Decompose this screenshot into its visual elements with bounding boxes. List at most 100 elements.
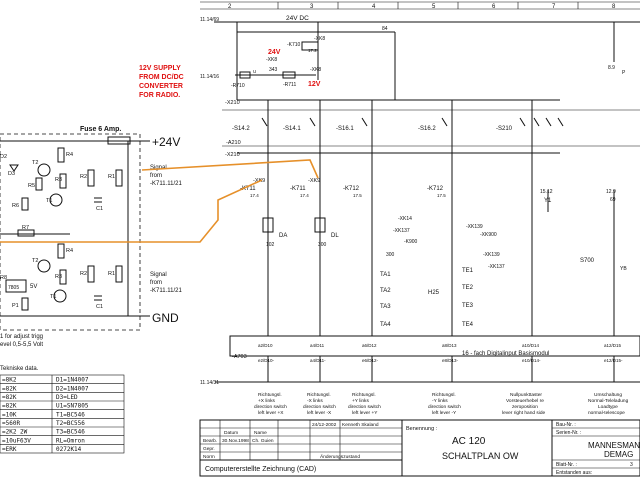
supply-k710: -K710 [287,42,301,48]
connector-xk900: -XK900 [480,232,497,238]
fb1-l2: +X links [258,398,276,404]
part-r5: R5 [28,183,35,189]
supply-note-line-1: 12V SUPPLY [139,65,181,72]
tb-entstanden: Entstanden aus: [556,470,592,476]
rail-bottom-ref: 11.14/31 [200,380,219,386]
part-r1-b: R1 [108,271,115,277]
tb-company-1: MANNESMANN [588,441,640,450]
tb-index: 3 [630,462,633,468]
fb6-l3: Loadtype [598,404,618,410]
parts-row-5-a: =10K [2,411,17,418]
terminal-y1: Y1 [544,198,552,204]
converter-module: Fuse 6 Amp. +24V GND Signal from -K711.1… [0,126,182,348]
tb-norm: Norm [203,454,215,460]
parts-table-heading: Tekniske data. [0,366,39,372]
supply-r710: -R710 [231,83,245,89]
supply-label-24v: 24V [268,49,281,56]
fb2-l4: left lever -X [307,410,332,416]
ruler-col-7: 7 [552,4,556,10]
signal2-line2: from [150,280,162,286]
relay-k712-a: -K712 [343,186,360,192]
relay-k711-a: -K711 [240,186,256,192]
part-t2-a: T2 [32,160,38,166]
bus-pin-1: a2/D10 [258,343,273,348]
fb6-l2: Normal-Teleladung [588,398,629,404]
terminal-da: DA [279,233,287,239]
part-r6: R6 [12,203,19,209]
part-t1-b: T1 [50,294,56,300]
tb-cad: Computererstellte Zeichnung (CAD) [205,466,316,473]
switch-s14-2: -S14.2 [232,126,250,132]
function-descriptions: Richtungsl. +X links direction switch le… [254,392,629,416]
wire-69: 69 [610,197,616,203]
parts-row-7-b: T3=BC546 [56,429,85,436]
tb-revision-label: Änderungszustand [320,453,360,460]
supply-ref-89: 8.9 [608,65,615,71]
terminal-ta3: TA3 [380,304,391,310]
switch-s16-2: -S16.2 [418,126,436,132]
bus-pin-lower-4: e8/D13- [442,358,459,363]
switch-row: -S14.2 -S14.1 -S16.1 -S16.2 -S210 [232,100,564,153]
fb5-l4: lever right hand side [502,410,546,416]
supply-xk8-c: -XK8 [310,67,321,73]
bus-pin-lower-1: e2/D10- [258,358,275,363]
tb-revision-date: 24/12-2002 [312,422,337,428]
ruler-col-2: 2 [228,4,232,10]
part-7805: 7805 [8,285,19,291]
parts-row-8-a: =10uF63V [2,437,31,444]
relay-ref-b: 17.4 [300,193,309,198]
terminal-h25: H25 [428,290,440,296]
terminal-dl: DL [331,233,339,239]
supply-12v: 12V SUPPLY FROM DC/DC CONVERTER FOR RADI… [139,22,626,99]
rail-top-ref: 11.14/69 [200,17,219,23]
part-c1-a: C1 [96,206,103,212]
parts-row-6-b: T2=BC556 [56,420,85,427]
highlight-traces [0,159,319,243]
signal1-line2: from [150,173,162,179]
tb-plan: SCHALTPLAN OW [442,451,519,461]
parts-row-4-b: U1=SN7805 [56,403,89,410]
bus-pin-4: a8/D13 [442,343,457,348]
terminal-te3: TE3 [462,303,474,309]
supply-ref: 11.14/16 [200,74,219,80]
fb3-l1: Richtungsl. [352,392,376,398]
fuse-label: Fuse 6 Amp. [80,126,121,133]
fb4-l2: -Y links [432,398,448,404]
connector-xk139: -XK139 [466,224,483,230]
signal2-line3: -K711.11/21 [150,288,182,294]
relay-area: -XK9 -XK9 -K711 -K711 -K712 -K712 17.4 1… [240,153,627,336]
terminal-yb: YB [620,266,627,272]
ruler-col-5: 5 [432,4,436,10]
parts-row-2-b: D2=1N4007 [56,385,89,392]
terminal-te4: TE4 [462,322,474,328]
part-r1-a: R1 [108,174,115,180]
supply-plus-24v: +24V [152,135,180,149]
function-block-5: Nullpunkttaster Vorsteuerhebel re zeropo… [502,392,546,416]
part-5v: 5V [30,284,37,290]
connector-xk9-b: -XK9 [308,178,320,184]
relay-ref-d: 17.5 [437,193,446,198]
part-d3: D3 [8,171,15,177]
a210-label: -A210 [226,140,241,146]
supply-p: P [622,70,626,76]
part-d2: D2 [0,154,7,160]
parts-row-2-a: =82K [2,385,17,392]
fb3-l4: left lever +Y [352,410,378,416]
adjust-note-2: evel 0,5-5,5 Volt [0,342,43,348]
terminal-te1: TE1 [462,268,474,274]
part-p1: P1 [12,303,19,309]
supply-note-line-2: FROM DC/DC [139,74,184,81]
supply-note-line-4: FOR RADIO. [139,92,180,99]
part-r2-b: R2 [80,271,87,277]
connector-xk139-b: -XK139 [483,252,500,258]
fb6-l1: Umschaltung [594,392,622,398]
x210-lower: -X210 [225,152,240,158]
tb-name-col: Name [254,430,267,436]
fb4-l3: direction switch [428,404,461,410]
connector-xk137: -XK137 [393,228,410,234]
switch-s16-1: -S16.1 [336,126,354,132]
function-block-1: Richtungsl. +X links direction switch le… [254,392,287,416]
bus-pin-5: a10/D14 [522,343,540,348]
fb1-l4: left lever +X [258,410,284,416]
x210-upper: -X210 [225,100,240,106]
